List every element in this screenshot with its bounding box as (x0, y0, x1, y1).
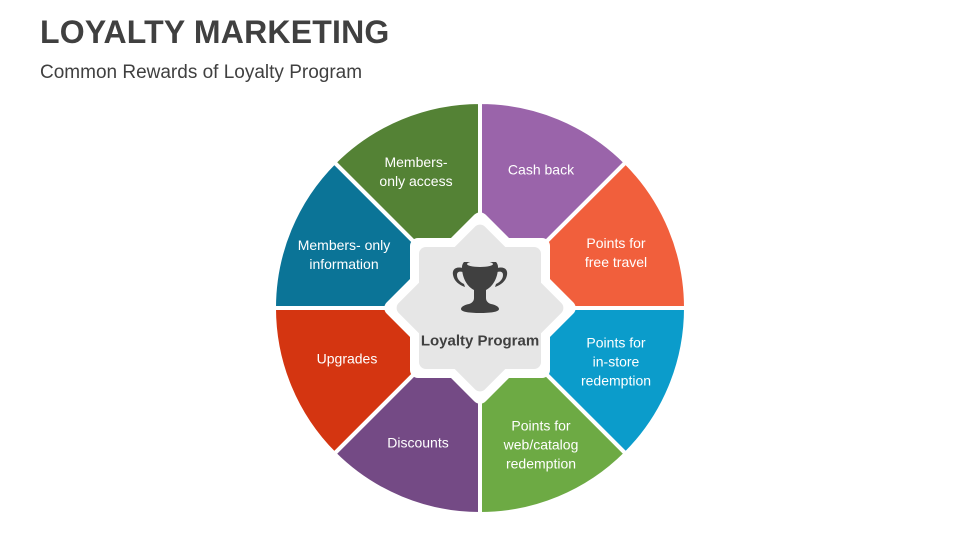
segment-label-members-only-access: Members-only access (379, 154, 453, 189)
segment-label-cash-back: Cash back (507, 161, 575, 178)
trophy-icon (452, 261, 508, 313)
segment-label-upgrades: Upgrades (316, 350, 378, 367)
segment-label-discounts: Discounts (387, 434, 449, 451)
slide-title: LOYALTY MARKETING (40, 14, 390, 50)
center-label: Loyalty Program (420, 332, 540, 350)
slide-subtitle: Common Rewards of Loyalty Program (40, 62, 363, 83)
